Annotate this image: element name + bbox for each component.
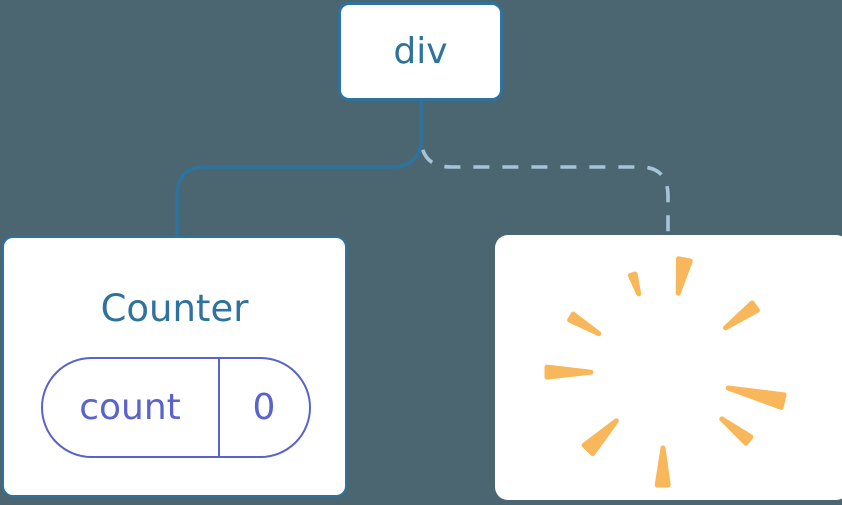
burst-ray xyxy=(654,445,671,488)
poof-burst-icon xyxy=(544,256,787,488)
state-value: 0 xyxy=(252,386,276,428)
state-pill: count 0 xyxy=(40,356,311,458)
counter-component-card: Counter count 0 xyxy=(2,236,347,497)
burst-ray xyxy=(581,418,619,457)
destroyed-component-card xyxy=(495,235,842,500)
burst-ray xyxy=(719,416,754,446)
burst-ray xyxy=(627,271,642,297)
component-title: Counter xyxy=(100,287,249,330)
edge-solid-line xyxy=(175,101,423,237)
edge-dashed-line xyxy=(419,136,670,236)
state-key: count xyxy=(79,386,181,428)
burst-ray xyxy=(725,385,787,410)
burst-ray xyxy=(567,311,602,337)
root-node-div: div xyxy=(338,2,503,101)
burst-ray xyxy=(723,300,760,331)
burst-ray xyxy=(675,256,693,296)
root-node-label: div xyxy=(393,31,448,72)
burst-ray xyxy=(544,364,594,380)
pill-divider xyxy=(217,358,220,456)
